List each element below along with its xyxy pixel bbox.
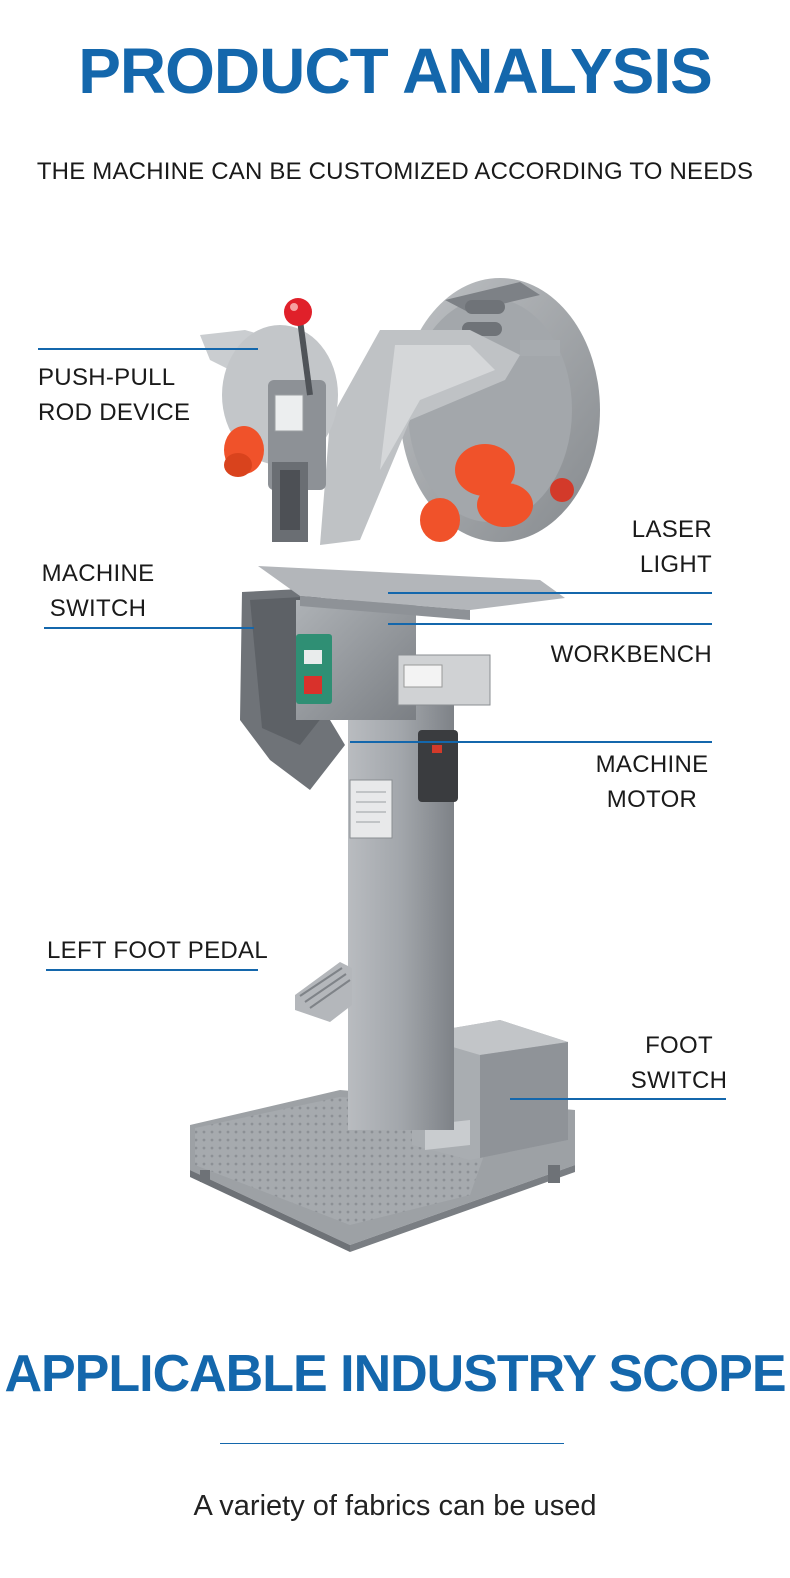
label-machine-motor: MACHINE MOTOR — [595, 751, 709, 813]
section-divider — [220, 1443, 564, 1444]
leader-laser-light — [388, 592, 712, 594]
page-subtitle: THE MACHINE CAN BE CUSTOMIZED ACCORDING … — [36, 158, 754, 185]
label-workbench: WORKBENCH — [550, 641, 712, 668]
leader-foot-switch — [510, 1098, 726, 1100]
leader-left-foot-pedal — [46, 969, 258, 971]
section-title-scope: APPLICABLE INDUSTRY SCOPE — [4, 1345, 786, 1403]
machine-motor-housing — [240, 588, 491, 802]
workbench — [258, 566, 565, 620]
leader-workbench — [388, 623, 712, 625]
label-push-pull-rod: PUSH-PULL ROD DEVICE — [38, 364, 191, 426]
leader-machine-switch — [44, 627, 254, 629]
left-foot-pedal — [295, 962, 352, 1022]
leader-push-pull — [38, 348, 258, 350]
leader-machine-motor — [350, 741, 712, 743]
label-foot-switch: FOOT SWITCH — [630, 1032, 728, 1094]
label-laser-light: LASER LIGHT — [631, 516, 712, 578]
section-text-scope: A variety of fabrics can be used — [193, 1490, 597, 1522]
adjustment-knobs — [224, 426, 574, 542]
label-left-foot-pedal: LEFT FOOT PEDAL — [47, 937, 269, 964]
page-title: PRODUCT ANALYSIS — [78, 35, 713, 107]
push-pull-rod — [284, 298, 313, 396]
label-machine-switch: MACHINE SWITCH — [41, 560, 155, 622]
